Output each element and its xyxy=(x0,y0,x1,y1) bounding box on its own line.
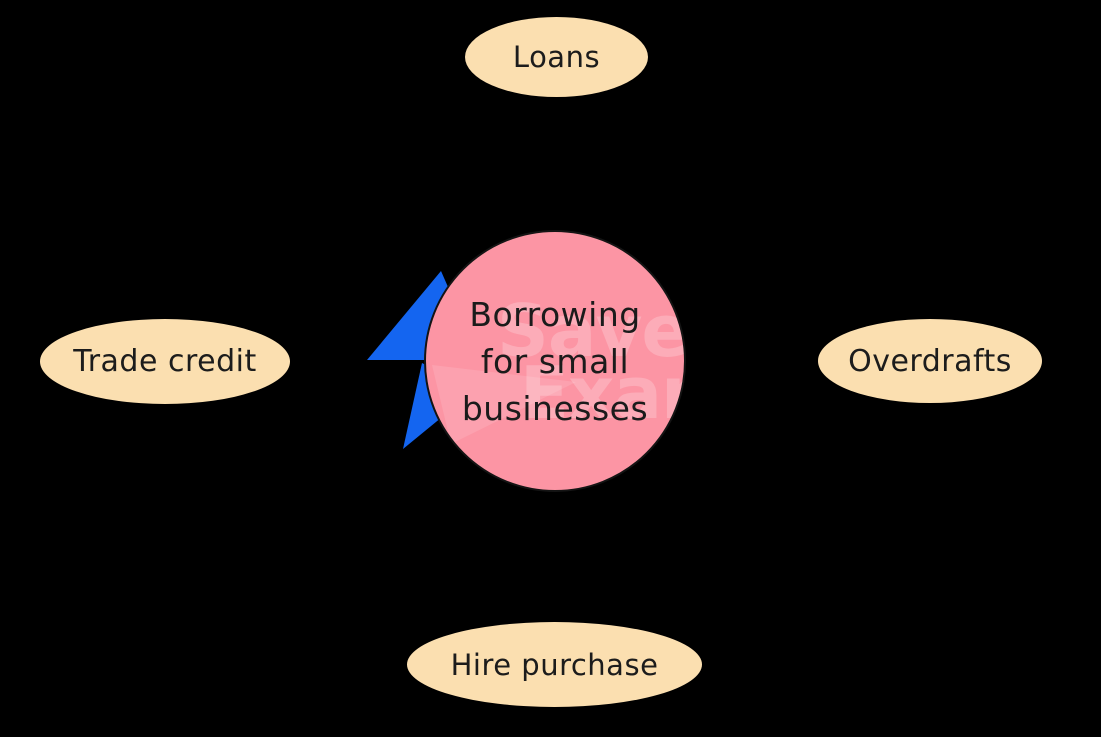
node-loans: Loans xyxy=(465,17,648,97)
center-label-line1: Borrowing xyxy=(469,294,641,334)
node-trade-credit: Trade credit xyxy=(40,319,290,404)
node-overdrafts-label: Overdrafts xyxy=(848,343,1012,379)
node-overdrafts: Overdrafts xyxy=(818,319,1042,403)
node-hire-purchase: Hire purchase xyxy=(407,622,702,707)
center-node-borrowing: SaveMy Exams Borrowing for small busines… xyxy=(424,230,686,492)
node-loans-label: Loans xyxy=(512,40,601,74)
center-label-line2: for small xyxy=(480,341,630,381)
node-hire-purchase-label: Hire purchase xyxy=(450,647,659,682)
node-trade-credit-label: Trade credit xyxy=(73,344,257,379)
center-label-line3: businesses xyxy=(461,388,649,428)
